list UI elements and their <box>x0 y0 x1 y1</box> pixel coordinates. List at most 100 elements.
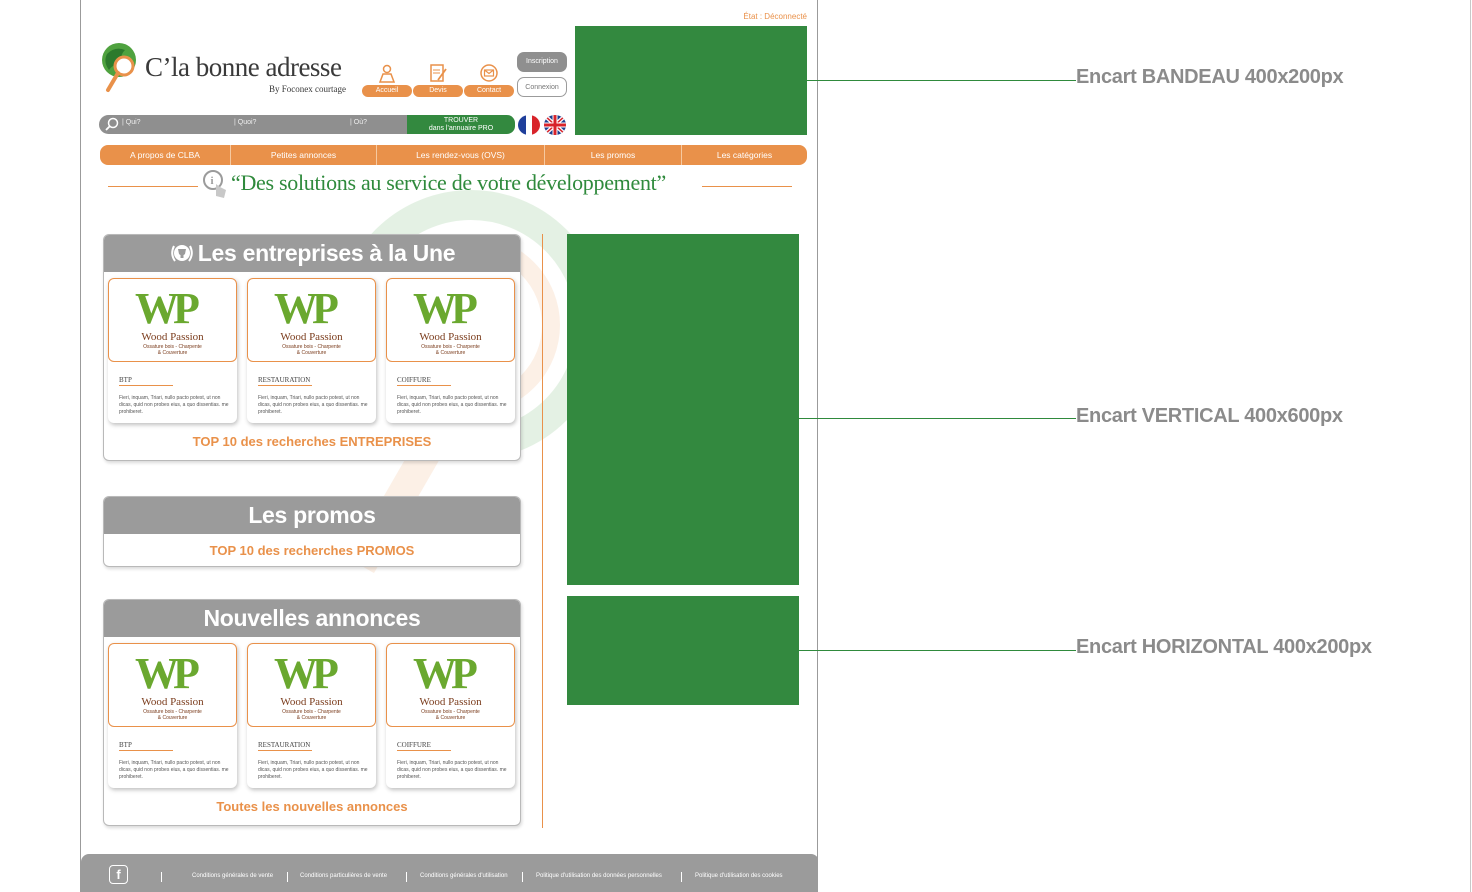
globe-magnifier-icon <box>102 43 136 92</box>
nav-accueil[interactable]: Accueil <box>362 63 412 97</box>
footer-link-cookies[interactable]: Politique d'utilisation des cookies <box>695 873 783 879</box>
all-annonces-link[interactable]: Toutes les nouvelles annonces <box>216 799 408 814</box>
search-field-quoi[interactable]: | Quoi? <box>234 119 257 126</box>
logo-title: C’la bonne adresse <box>145 52 342 82</box>
footer-separator <box>161 872 162 882</box>
company-card[interactable]: WP Wood Passion Ossature bois - Charpent… <box>108 278 237 423</box>
trouver-button[interactable]: TROUVER dans l'annuaire PRO <box>407 115 515 134</box>
horizontal-leader-line <box>798 650 1076 651</box>
company-tagline-line2: & Couverture <box>435 349 466 356</box>
wood-passion-logo: WP <box>135 284 200 333</box>
menu-item-rendez-vous[interactable]: Les rendez-vous (OVS) <box>377 145 545 165</box>
search-field-ou-placeholder: Où? <box>353 119 367 126</box>
footer-link-cpv[interactable]: Conditions particulières de vente <box>300 873 388 879</box>
section-entreprises-une: Les entreprises à la Une WP Wood Passion… <box>103 234 521 461</box>
company-tagline: Ossature bois - Charpente& Couverture <box>248 709 375 721</box>
quote-icon <box>430 64 447 82</box>
facebook-icon[interactable]: f <box>109 865 128 884</box>
trouver-label: TROUVER <box>443 117 479 124</box>
top10-entreprises-link[interactable]: TOP 10 des recherches ENTREPRISES <box>192 434 432 449</box>
footer-link-cgv[interactable]: Conditions générales de vente <box>192 873 274 879</box>
page: État : Déconnecté C’la bonne adresse By … <box>80 0 818 892</box>
company-name: Wood Passion <box>141 696 204 708</box>
company-name: Wood Passion <box>280 696 343 708</box>
banner-ad-slot[interactable] <box>575 26 807 135</box>
section-nouvelles-annonces: Nouvelles annonces WP Wood Passion Ossat… <box>103 599 521 826</box>
footer-link-cgu[interactable]: Conditions générales d'utilisation <box>420 873 508 879</box>
column-divider <box>542 234 543 828</box>
company-tagline: Ossature bois - Charpente& Couverture <box>248 344 375 356</box>
company-tagline-line1: Ossature bois - Charpente <box>421 709 480 715</box>
annonce-card[interactable]: WP Wood Passion Ossature bois - Charpent… <box>108 643 237 788</box>
company-tagline-line1: Ossature bois - Charpente <box>143 344 202 350</box>
horizontal-ad-slot[interactable] <box>567 596 799 705</box>
company-tagline-line2: & Couverture <box>296 714 327 721</box>
company-tagline: Ossature bois - Charpente& Couverture <box>109 709 236 721</box>
menu-item-a-propos[interactable]: A propos de CLBA <box>100 145 231 165</box>
category-divider <box>258 385 312 386</box>
company-category: COIFFURE <box>397 741 431 749</box>
nav-contact[interactable]: Contact <box>464 63 514 97</box>
nav-accueil-label: Accueil <box>362 85 412 97</box>
connexion-button[interactable]: Connexion <box>517 77 567 97</box>
company-tagline-line1: Ossature bois - Charpente <box>421 344 480 350</box>
category-divider <box>258 750 312 751</box>
company-description: Fieri, inquam, Triari, nullo pacto potes… <box>258 760 368 780</box>
category-divider <box>119 750 173 751</box>
menu-item-categories[interactable]: Les catégories <box>716 150 773 160</box>
annonce-card[interactable]: WP Wood Passion Ossature bois - Charpent… <box>247 643 376 788</box>
trouver-sublabel: dans l'annuaire PRO <box>428 125 494 132</box>
main-menu: A propos de CLBA Petites annonces Les re… <box>100 145 807 165</box>
company-card[interactable]: WP Wood Passion Ossature bois - Charpent… <box>386 278 515 423</box>
vertical-ad-slot[interactable] <box>567 234 799 585</box>
wood-passion-logo: WP <box>413 284 478 333</box>
category-divider <box>397 385 451 386</box>
nav-devis[interactable]: Devis <box>413 63 463 97</box>
footer-separator <box>522 872 523 882</box>
search-field-qui[interactable]: | Qui? <box>122 119 141 126</box>
canvas-edge <box>1470 0 1471 892</box>
company-description: Fieri, inquam, Triari, nullo pacto potes… <box>397 760 507 780</box>
nav-devis-label: Devis <box>413 85 463 97</box>
company-tagline-line2: & Couverture <box>157 349 188 356</box>
footer: f Conditions générales de vente Conditio… <box>81 854 817 891</box>
company-logo: WP Wood Passion Ossature bois - Charpent… <box>108 278 237 362</box>
company-description: Fieri, inquam, Triari, nullo pacto potes… <box>119 395 229 415</box>
company-card[interactable]: WP Wood Passion Ossature bois - Charpent… <box>247 278 376 423</box>
company-name: Wood Passion <box>141 331 204 343</box>
company-name: Wood Passion <box>280 331 343 343</box>
site-logo[interactable]: C’la bonne adresse By Foconex courtage <box>99 38 359 100</box>
trophy-laurel-icon <box>171 245 193 262</box>
wood-passion-logo: WP <box>274 649 339 698</box>
company-tagline-line2: & Couverture <box>157 714 188 721</box>
company-tagline-line2: & Couverture <box>435 714 466 721</box>
company-logo: WP Wood Passion Ossature bois - Charpent… <box>247 643 376 727</box>
bandeau-leader-line <box>806 80 1076 81</box>
company-category: RESTAURATION <box>258 741 311 749</box>
info-hand-icon: i <box>203 170 226 198</box>
annonce-card[interactable]: WP Wood Passion Ossature bois - Charpent… <box>386 643 515 788</box>
slogan-divider-left <box>108 186 198 187</box>
mail-icon <box>480 64 498 82</box>
search-bar: | Qui? | Quoi? | Où? <box>99 115 407 134</box>
company-name: Wood Passion <box>419 331 482 343</box>
top10-promos-link[interactable]: TOP 10 des recherches PROMOS <box>209 543 415 558</box>
fr-flag-icon[interactable] <box>518 115 540 135</box>
menu-item-promos[interactable]: Les promos <box>545 145 682 165</box>
inscription-button[interactable]: Inscription <box>517 52 567 72</box>
login-status: État : Déconnecté <box>743 12 807 21</box>
company-logo: WP Wood Passion Ossature bois - Charpent… <box>386 643 515 727</box>
company-category: COIFFURE <box>397 376 431 384</box>
footer-separator <box>681 872 682 882</box>
home-icon <box>378 64 396 83</box>
footer-link-donnees[interactable]: Politique d'utilisation des données pers… <box>536 873 662 879</box>
company-category: BTP <box>119 376 132 384</box>
company-category: BTP <box>119 741 132 749</box>
menu-item-petites-annonces[interactable]: Petites annonces <box>231 145 377 165</box>
search-field-ou[interactable]: | Où? <box>350 119 367 126</box>
annotation-vertical: Encart VERTICAL 400x600px <box>1076 405 1343 427</box>
company-tagline: Ossature bois - Charpente& Couverture <box>387 344 514 356</box>
search-field-qui-placeholder: Qui? <box>125 119 141 126</box>
wood-passion-logo: WP <box>413 649 478 698</box>
uk-flag-icon[interactable] <box>544 115 566 135</box>
